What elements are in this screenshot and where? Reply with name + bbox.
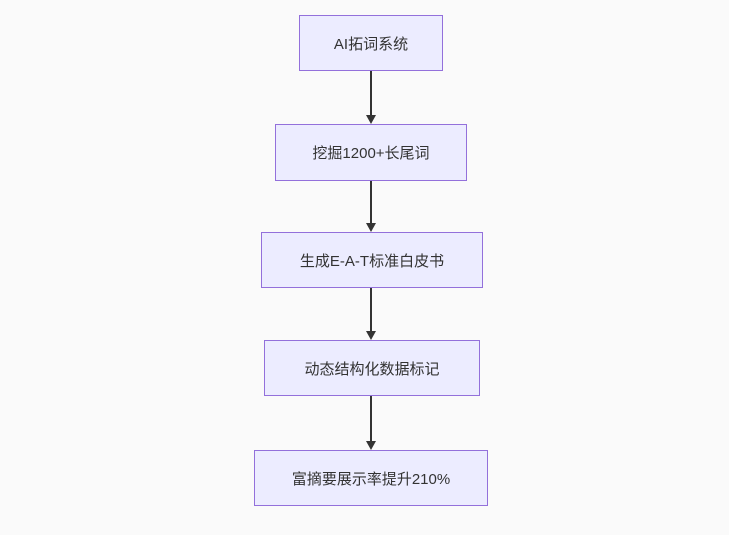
edge-arrow-4	[365, 396, 377, 450]
arrowhead-down-icon	[366, 115, 376, 124]
node-label: 富摘要展示率提升210%	[291, 470, 451, 488]
node-label: 生成E-A-T标准白皮书	[299, 252, 445, 270]
edge-arrow-3	[365, 288, 377, 340]
arrowhead-down-icon	[366, 441, 376, 450]
edge-arrow-1	[365, 71, 377, 124]
flowchart-node-ai-word-expansion-system: AI拓词系统	[299, 15, 443, 71]
flowchart-node-rich-snippet-rate-increase: 富摘要展示率提升210%	[254, 450, 488, 506]
flowchart-node-mine-longtail-keywords: 挖掘1200+长尾词	[275, 124, 467, 181]
edge-arrow-2	[365, 181, 377, 232]
edge-line	[370, 71, 372, 117]
node-label: 挖掘1200+长尾词	[312, 145, 430, 162]
arrowhead-down-icon	[366, 223, 376, 232]
edge-line	[370, 288, 372, 333]
flowchart-node-generate-eat-whitepaper: 生成E-A-T标准白皮书	[261, 232, 483, 288]
edge-line	[370, 396, 372, 443]
edge-line	[370, 181, 372, 225]
flowchart-node-dynamic-structured-data-markup: 动态结构化数据标记	[264, 340, 480, 396]
node-label: AI拓词系统	[333, 35, 409, 53]
arrowhead-down-icon	[366, 331, 376, 340]
node-label: 动态结构化数据标记	[304, 360, 440, 378]
